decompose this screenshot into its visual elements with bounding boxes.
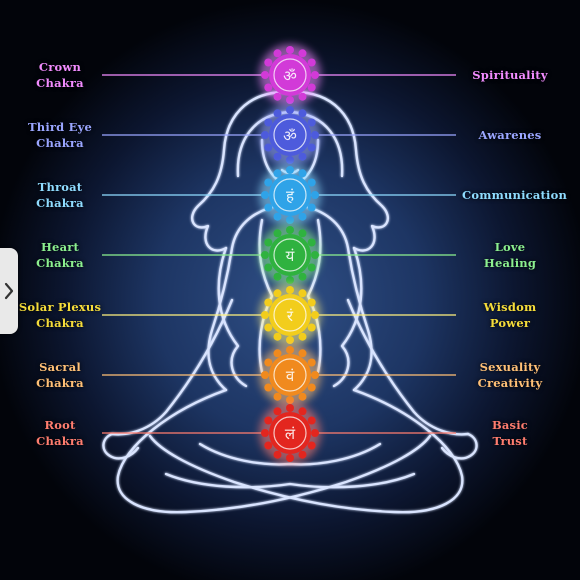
- chakra-name-line: Chakra: [36, 376, 84, 390]
- chakra-name-line: Chakra: [36, 76, 84, 90]
- chakra-name-line: Chakra: [36, 136, 84, 150]
- chakra-glyph-sacral: वं: [286, 367, 295, 385]
- chakra-meaning-crown: Spirituality: [462, 67, 558, 83]
- chakra-glyph-root: लं: [285, 425, 296, 443]
- chakra-symbol-heart: यं: [259, 224, 321, 286]
- chakra-meaning-line: Awarenes: [478, 128, 542, 142]
- chakra-symbol-root: लं: [259, 402, 321, 464]
- chakra-name-line: Chakra: [36, 256, 84, 270]
- chakra-symbol-sacral: वं: [259, 344, 321, 406]
- chakra-meaning-third-eye: Awarenes: [462, 127, 558, 143]
- next-slide-tab[interactable]: [0, 248, 18, 334]
- chakra-meaning-line: Wisdom: [483, 300, 537, 314]
- chakra-name-line: Third Eye: [28, 120, 92, 134]
- chakra-meaning-line: Creativity: [477, 376, 543, 390]
- chakra-name-line: Chakra: [36, 434, 84, 448]
- chakra-meaning-line: Love: [494, 240, 526, 254]
- chakra-glyph-throat: हं: [286, 187, 295, 205]
- chakra-name-line: Heart: [40, 240, 79, 254]
- chakra-glyph-crown: ॐ: [283, 67, 297, 85]
- chakra-meaning-line: Communication: [462, 188, 568, 202]
- chakra-meaning-line: Healing: [483, 256, 537, 270]
- chakra-glyph-heart: यं: [286, 247, 295, 265]
- chakra-name-line: Throat: [37, 180, 83, 194]
- chakra-meaning-line: Basic: [491, 418, 529, 432]
- chakra-meaning-line: Spirituality: [472, 68, 548, 82]
- chakra-name-line: Sacral: [39, 360, 81, 374]
- chakra-name-line: Chakra: [36, 316, 84, 330]
- chakra-meaning-line: Power: [489, 316, 531, 330]
- chakra-name-line: Solar Plexus: [18, 300, 102, 314]
- chakra-symbol-third-eye: ॐ: [259, 104, 321, 166]
- chakra-symbol-throat: हं: [259, 164, 321, 226]
- chakra-symbol-solar-plexus: रं: [259, 284, 321, 346]
- chakra-name-line: Chakra: [36, 196, 84, 210]
- chakra-symbols: ॐ ॐ हं यं रं वं लं: [259, 44, 321, 464]
- chakra-symbol-crown: ॐ: [259, 44, 321, 106]
- chakra-meaning-line: Trust: [492, 434, 528, 448]
- chakra-glyph-solar-plexus: रं: [287, 307, 294, 325]
- chakra-glyph-third-eye: ॐ: [283, 127, 297, 145]
- chakra-name-line: Root: [44, 418, 76, 432]
- chakra-meaning-line: Sexuality: [479, 360, 541, 374]
- chakra-meaning-throat: Communication: [462, 187, 568, 203]
- chakra-name-line: Crown: [38, 60, 82, 74]
- chevron-right-icon: [4, 282, 14, 300]
